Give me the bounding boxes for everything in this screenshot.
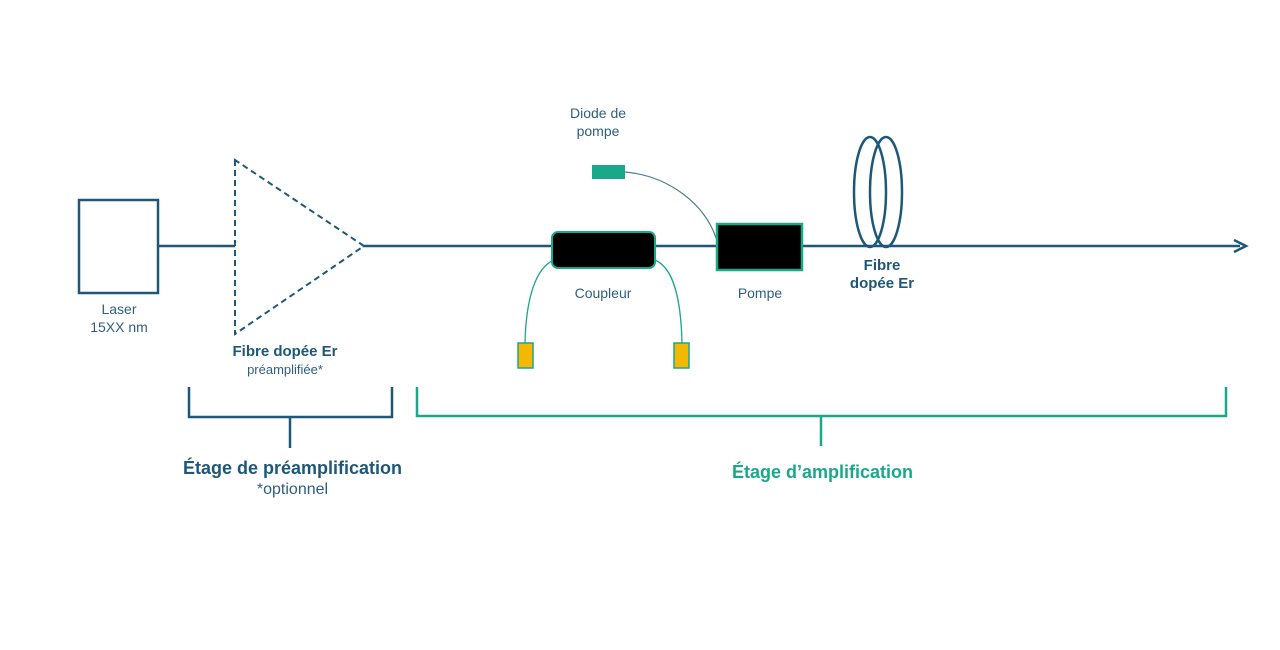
preamp-stage-label: Étage de préamplification *optionnel: [140, 457, 445, 501]
preamp-triangle: [234, 158, 366, 336]
laser-label-line2: 15XX nm: [90, 319, 148, 335]
preamp-fiber-label: Fibre dopée Er préamplifiée*: [200, 343, 370, 379]
coupler-box: [551, 231, 656, 269]
coupler-port-right: [673, 342, 690, 369]
preamp-fiber-subtitle: préamplifiée*: [247, 362, 323, 377]
output-arrow-head: [1233, 238, 1249, 254]
pump-diode-label-line1: Diode de: [569, 105, 627, 121]
coupler-fiber-right: [654, 259, 683, 344]
pump-diode-label: Diode de pompe: [548, 104, 648, 140]
laser-label: Laser 15XX nm: [69, 300, 169, 336]
preamp-fiber-title: Fibre dopée Er: [232, 343, 338, 360]
pump-box: [715, 222, 804, 272]
coupler-port-left: [517, 342, 534, 369]
coupler-fiber-left: [524, 259, 555, 344]
doped-fiber-label: Fibre dopée Er: [832, 257, 932, 293]
amp-stage-bracket: [415, 387, 1228, 418]
pump-diode: [592, 165, 625, 179]
preamp-stage-bracket: [187, 387, 394, 419]
fiber-coil-loop-1: [852, 135, 888, 249]
laser-box: [77, 198, 160, 295]
fiber-coil-loop-2: [868, 135, 904, 249]
pump-diode-label-line2: pompe: [576, 123, 620, 139]
amp-stage-title: Étage d’amplification: [731, 462, 914, 482]
doped-fiber-label-line1: Fibre: [863, 257, 901, 274]
preamp-stage-title: Étage de préamplification: [182, 458, 403, 478]
coupler-label: Coupleur: [574, 285, 632, 301]
laser-label-line1: Laser: [101, 301, 137, 317]
pump-diode-fiber: [624, 171, 717, 239]
doped-fiber-label-line2: dopée Er: [849, 275, 915, 292]
preamp-stage-note: *optionnel: [256, 481, 329, 498]
pump-label: Pompe: [737, 285, 783, 301]
